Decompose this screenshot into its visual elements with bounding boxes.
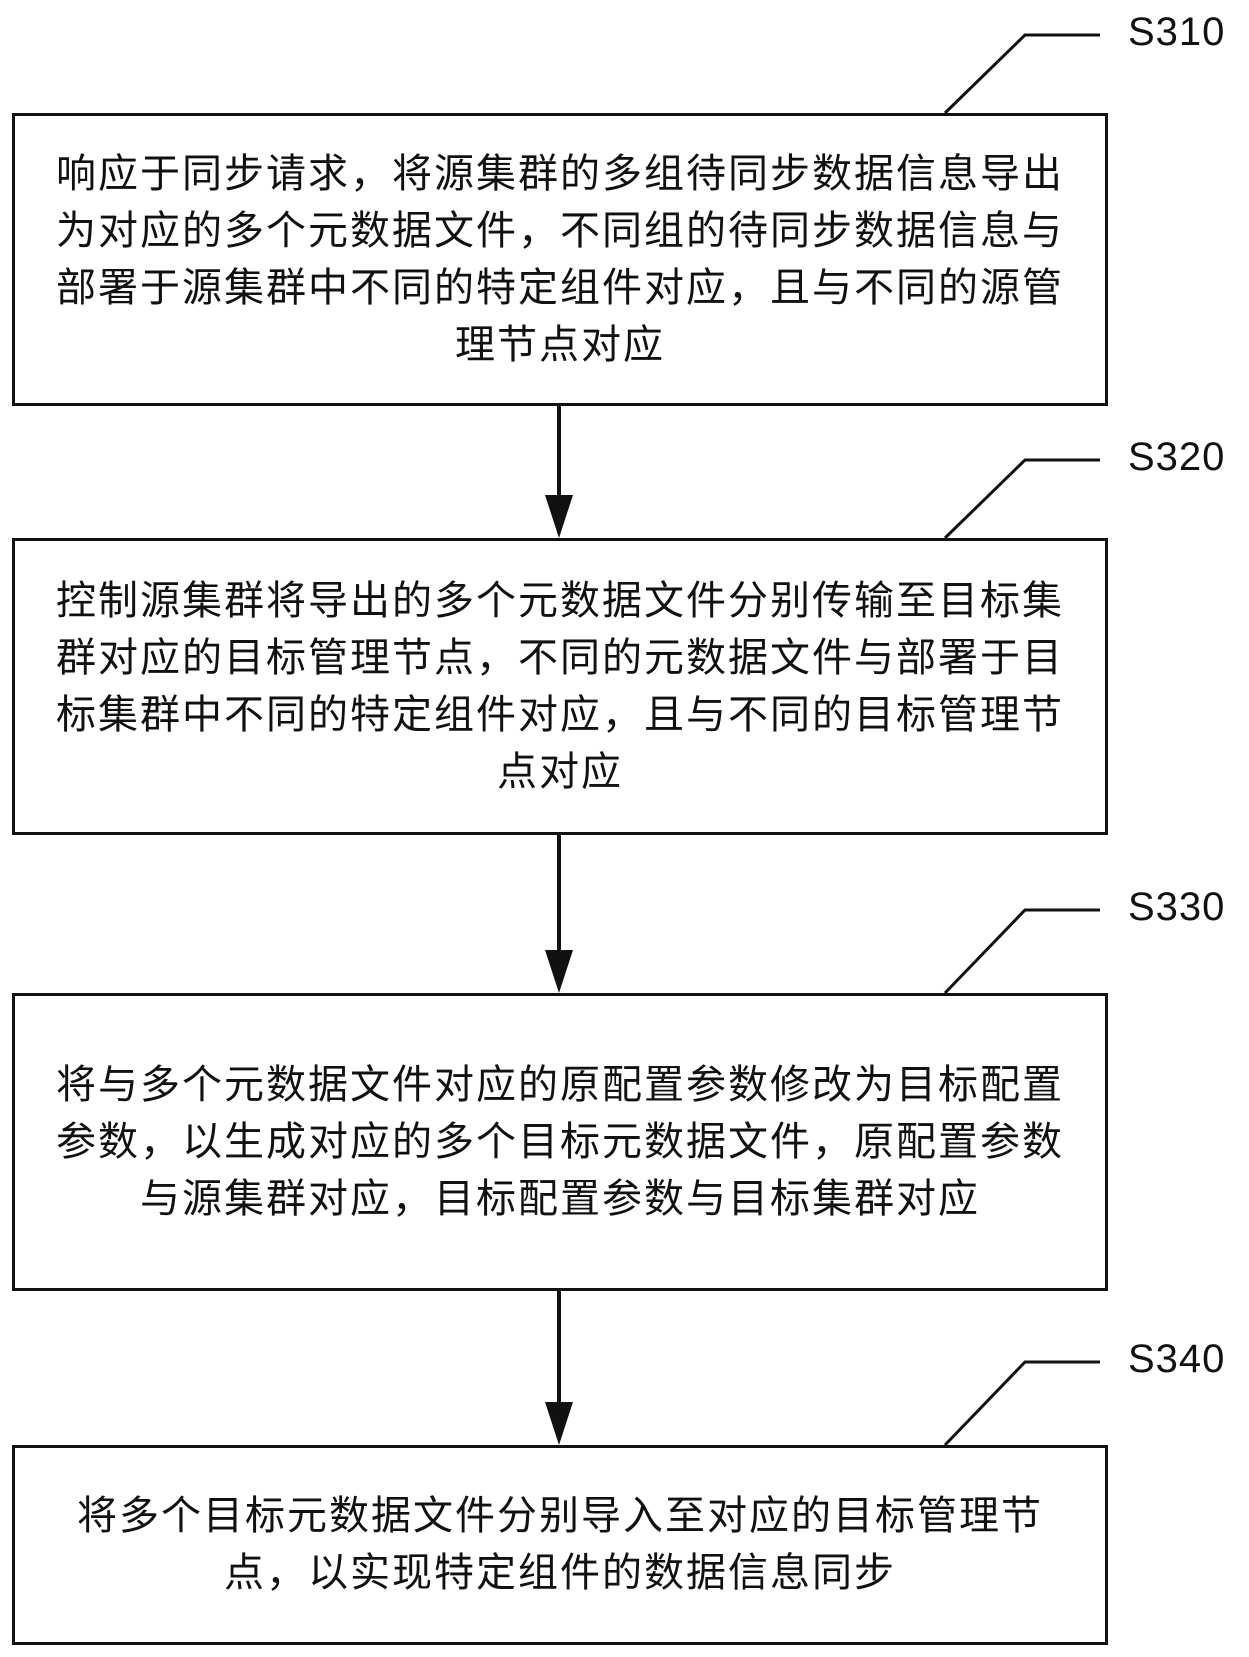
leader-line-s330: [943, 908, 1100, 995]
arrow-s320-to-s330: [545, 835, 573, 993]
leader-line-s310: [943, 33, 1100, 115]
step-box-s330: 将与多个元数据文件对应的原配置参数修改为目标配置参数，以生成对应的多个目标元数据…: [12, 993, 1108, 1291]
step-label-s330: S330: [1128, 885, 1226, 929]
step-box-s340: 将多个目标元数据文件分别导入至对应的目标管理节点，以实现特定组件的数据信息同步: [12, 1445, 1108, 1645]
leader-line-s340: [943, 1360, 1100, 1447]
leader-line-s320: [943, 458, 1100, 540]
step-box-s310: 响应于同步请求，将源集群的多组待同步数据信息导出为对应的多个元数据文件，不同组的…: [12, 113, 1108, 406]
step-label-s310: S310: [1128, 10, 1226, 54]
step-text-s310: 响应于同步请求，将源集群的多组待同步数据信息导出为对应的多个元数据文件，不同组的…: [56, 150, 1064, 368]
step-label-s320: S320: [1128, 435, 1226, 479]
step-box-s320: 控制源集群将导出的多个元数据文件分别传输至目标集群对应的目标管理节点，不同的元数…: [12, 538, 1108, 835]
step-text-s330: 将与多个元数据文件对应的原配置参数修改为目标配置参数，以生成对应的多个目标元数据…: [56, 1061, 1064, 1222]
step-text-s320: 控制源集群将导出的多个元数据文件分别传输至目标集群对应的目标管理节点，不同的元数…: [56, 577, 1064, 795]
arrow-s330-to-s340: [545, 1291, 573, 1445]
step-text-s340: 将多个目标元数据文件分别导入至对应的目标管理节点，以实现特定组件的数据信息同步: [77, 1493, 1043, 1596]
arrow-s310-to-s320: [545, 406, 573, 538]
step-label-s340: S340: [1128, 1337, 1226, 1381]
